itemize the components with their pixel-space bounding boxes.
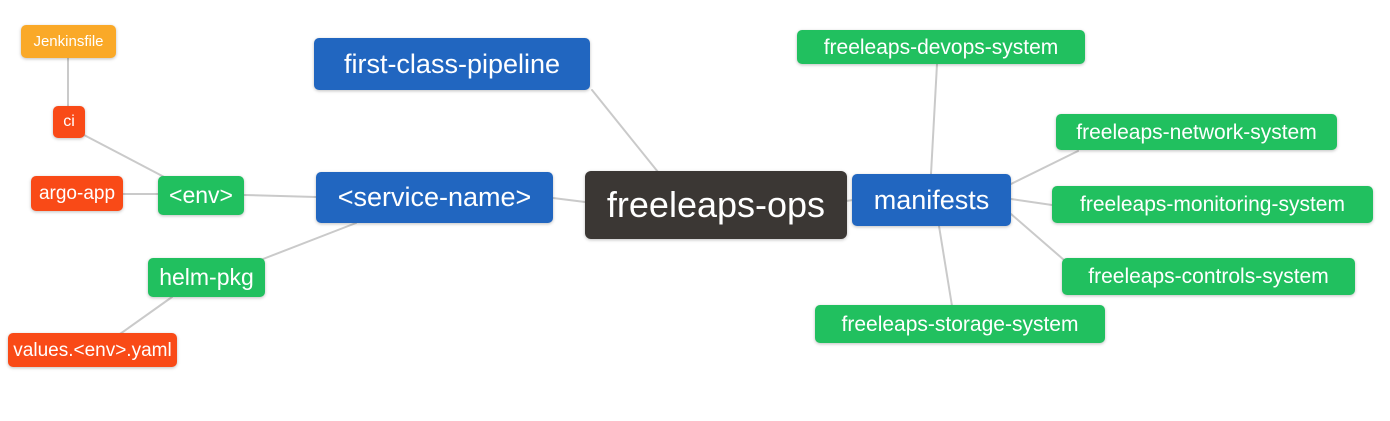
edge-manifests-monitoring: [1010, 198, 1053, 206]
node-freeleaps-controls-system[interactable]: freeleaps-controls-system: [1062, 258, 1355, 295]
edge-ci-env: [83, 134, 169, 180]
node-jenkinsfile[interactable]: Jenkinsfile: [21, 25, 116, 58]
edge-service-name-helm-pkg: [262, 222, 357, 260]
node-values-env-yaml[interactable]: values.<env>.yaml: [8, 333, 177, 367]
node-freeleaps-ops[interactable]: freeleaps-ops: [585, 171, 847, 239]
edge-pipeline-ops: [591, 89, 659, 173]
edge-manifests-devops: [930, 63, 938, 175]
node-argo-app[interactable]: argo-app: [31, 176, 123, 211]
node-helm-pkg[interactable]: helm-pkg: [148, 258, 265, 297]
edge-manifests-controls: [1010, 213, 1065, 261]
edge-ops-manifests: [845, 199, 854, 202]
node-freeleaps-devops-system[interactable]: freeleaps-devops-system: [797, 30, 1085, 64]
node-ci[interactable]: ci: [53, 106, 85, 138]
edge-manifests-network: [1010, 150, 1079, 185]
node-service-name[interactable]: <service-name>: [316, 172, 553, 223]
node-env[interactable]: <env>: [158, 176, 244, 215]
edge-env-service-name: [243, 194, 317, 198]
edge-manifests-storage: [938, 225, 953, 307]
edge-helm-pkg-values: [119, 296, 173, 335]
node-manifests[interactable]: manifests: [852, 174, 1011, 226]
node-freeleaps-monitoring-system[interactable]: freeleaps-monitoring-system: [1052, 186, 1373, 223]
edge-service-name-ops: [552, 197, 586, 203]
node-freeleaps-network-system[interactable]: freeleaps-network-system: [1056, 114, 1337, 150]
node-first-class-pipeline[interactable]: first-class-pipeline: [314, 38, 590, 90]
node-freeleaps-storage-system[interactable]: freeleaps-storage-system: [815, 305, 1105, 343]
